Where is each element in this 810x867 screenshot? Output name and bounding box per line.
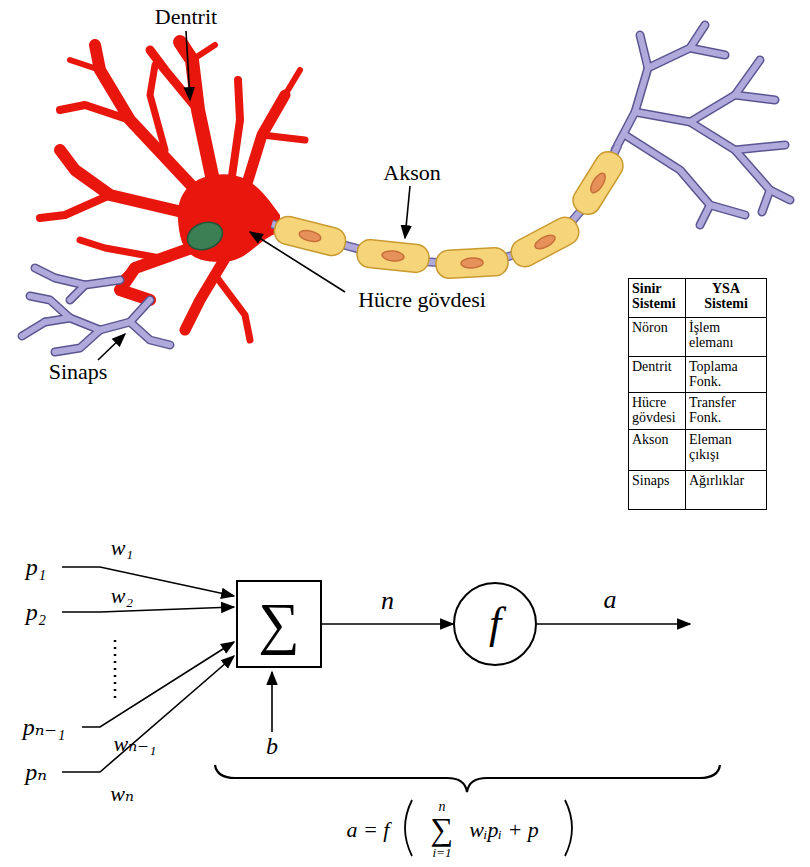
formula-part: a = f xyxy=(347,818,390,842)
node-text: ∑ xyxy=(258,595,299,653)
formula-part: ∑ xyxy=(431,812,454,847)
part-label: Dentrit xyxy=(155,5,217,29)
weight-name: wₙ xyxy=(110,782,134,806)
part-label: Hücre gövdesi xyxy=(358,288,486,312)
weight-name: wₙ₋₁ xyxy=(114,732,157,756)
table-cell: İşlem elemanı xyxy=(685,317,767,357)
part-label: Akson xyxy=(383,161,440,185)
table-cell: Hücre gövdesi xyxy=(628,392,686,430)
formula-part: i=1 xyxy=(433,846,452,860)
summation-box: ∑ xyxy=(236,580,322,668)
table-cell: Transfer Fonk. xyxy=(685,392,767,430)
table-cell: Eleman çıkışı xyxy=(685,429,767,471)
table-header: Sinir Sistemi xyxy=(628,278,686,318)
table-cell: Nöron xyxy=(628,317,686,357)
parenthesis xyxy=(565,800,572,856)
input-wires xyxy=(62,567,690,772)
table-header: YSA Sistemi xyxy=(685,278,767,318)
formula-part: wᵢpᵢ + p xyxy=(469,818,538,842)
node-text: f xyxy=(489,602,501,646)
transfer-function-circle: f xyxy=(453,582,537,666)
input-name: p₁ xyxy=(26,554,46,580)
synapse-terminals xyxy=(22,25,790,352)
input-name: pₙ xyxy=(25,759,47,785)
parenthesis xyxy=(405,800,412,856)
myelin-sheath xyxy=(272,147,628,279)
table-cell: Dentrit xyxy=(628,356,686,393)
connector-arrow xyxy=(322,623,453,625)
brace xyxy=(215,765,720,792)
table-cell: Ağırlıklar xyxy=(685,470,767,510)
nucleus xyxy=(184,218,227,255)
table-cell: Akson xyxy=(628,429,686,471)
input-name: pₙ₋₁ xyxy=(23,714,66,740)
synapse-terminals xyxy=(22,25,790,352)
cell-body xyxy=(178,174,280,262)
table-cell: Toplama Fonk. xyxy=(685,356,767,393)
ellipsis-dots xyxy=(114,640,117,698)
bias-name: b xyxy=(266,733,278,759)
edge-label: n xyxy=(379,587,396,616)
weight-name: w₂ xyxy=(111,584,133,608)
weight-name: w₁ xyxy=(111,536,133,560)
input-name: p₂ xyxy=(26,599,46,625)
part-label: Sinaps xyxy=(49,360,108,384)
output-name: a xyxy=(604,586,617,615)
table-cell: Sinaps xyxy=(628,470,686,510)
